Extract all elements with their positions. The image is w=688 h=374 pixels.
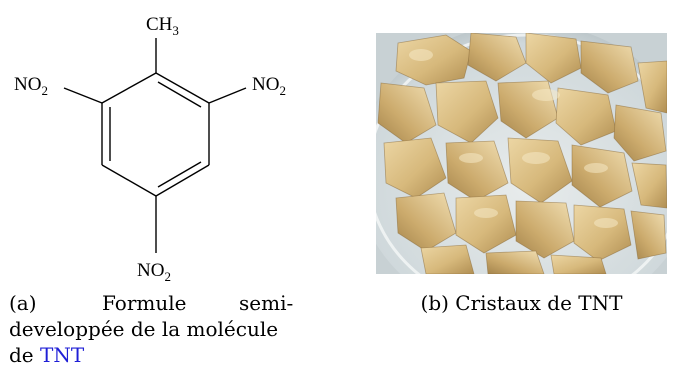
double-bond: [157, 161, 202, 188]
tnt-crystals-illustration: [376, 33, 667, 274]
caption-a-word-semi: semi-: [239, 291, 294, 315]
ring-bond: [101, 72, 157, 104]
caption-a: (a) Formule semi- developpée de la moléc…: [9, 290, 299, 370]
nitro-right-label: NO2: [252, 74, 286, 98]
tnt-structural-formula: CH3 NO2 NO2 NO2: [14, 14, 286, 284]
tnt-link[interactable]: TNT: [40, 343, 85, 367]
tnt-crystals-photo: [376, 33, 667, 274]
benzene-ring: [63, 38, 247, 253]
ring-bond: [155, 164, 210, 197]
caption-b: (b) Cristaux de TNT: [420, 291, 623, 315]
ring-bond: [101, 164, 157, 197]
caption-a-line3: de TNT: [9, 343, 85, 367]
nitro-left-label: NO2: [14, 74, 48, 98]
caption-a-label: (a): [9, 291, 37, 315]
caption-a-word-formule: Formule: [102, 291, 187, 315]
methyl-label: CH3: [146, 14, 179, 38]
ring-bond: [155, 72, 210, 104]
bond-nitro-right: [208, 87, 247, 104]
nitro-bottom-label: NO2: [137, 260, 171, 284]
double-bond: [157, 81, 202, 108]
caption-a-line2: developpée de la molécule: [9, 317, 279, 341]
bond-nitro-left: [63, 87, 103, 104]
